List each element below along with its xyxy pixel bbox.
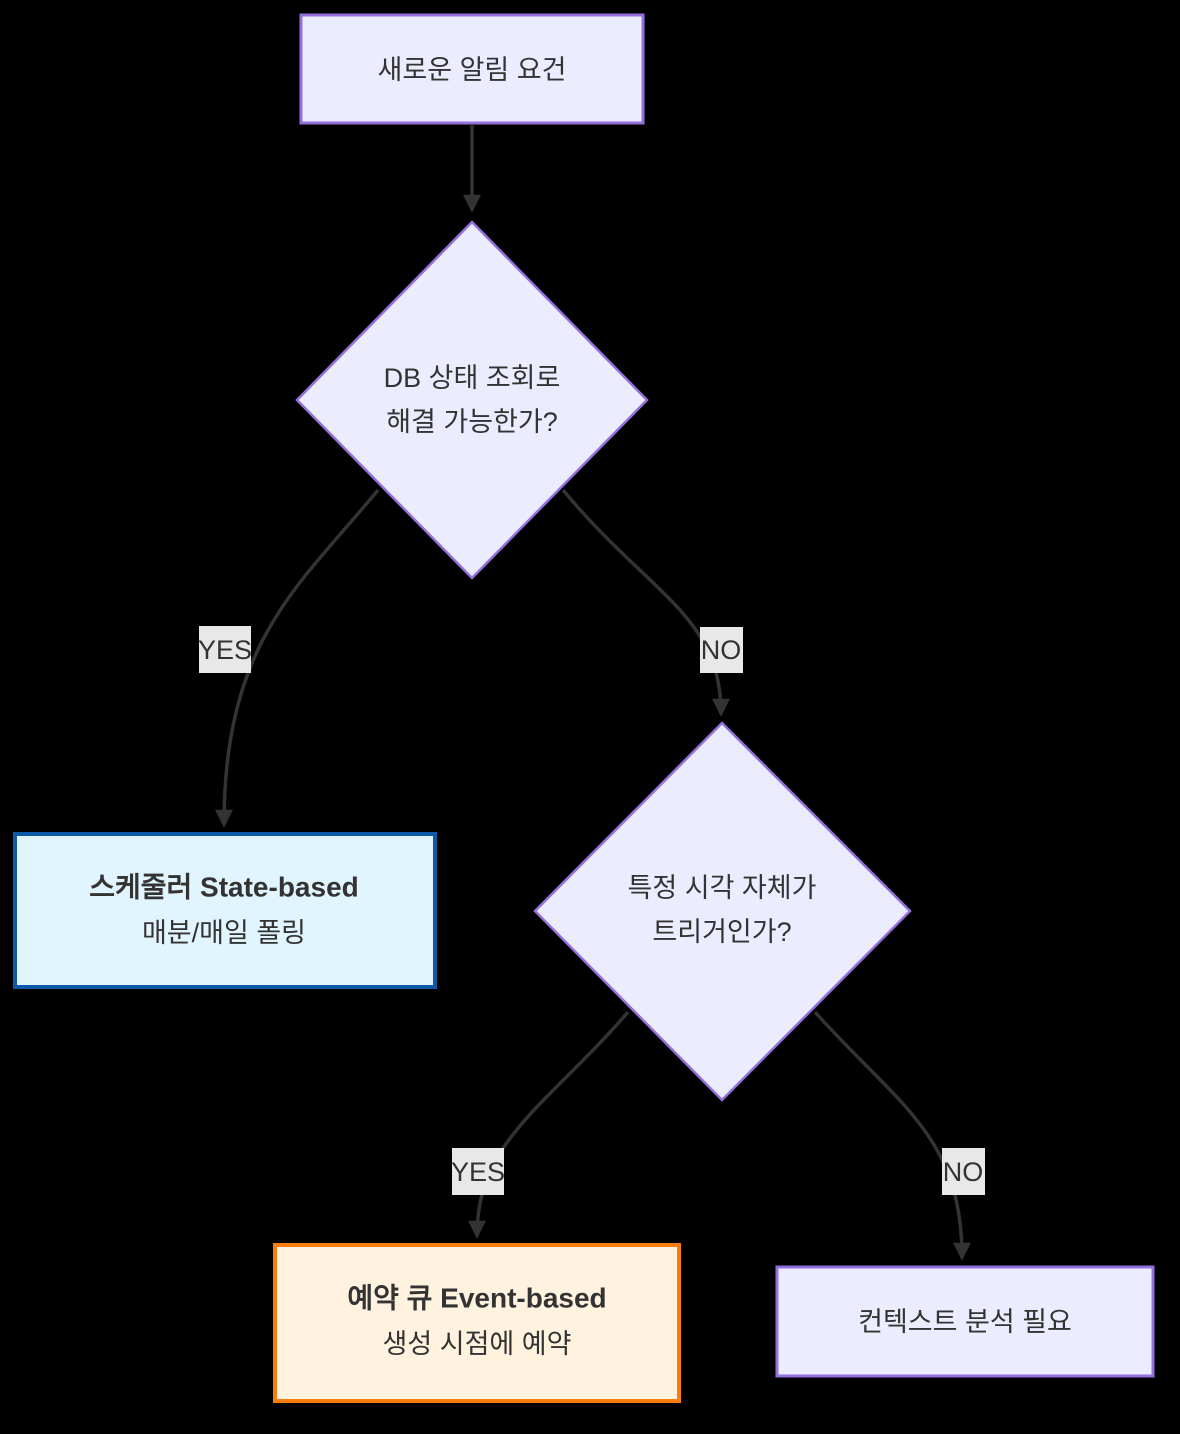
- node-start-label: 새로운 알림 요건: [378, 55, 567, 85]
- node-start-shape: [299, 13, 645, 125]
- node-decision-time-line1: 특정 시각 자체가: [628, 873, 817, 903]
- edge-label-yes2-text: YES: [451, 1157, 505, 1187]
- node-reserve-queue: 예약 큐 Event-based 생성 시점에 예약: [273, 1243, 681, 1403]
- node-scheduler-line1: 스케줄러 State-based: [89, 871, 359, 902]
- node-decision-db: DB 상태 조회로 해결 가능한가?: [295, 220, 649, 580]
- edge-decision1-yes: [215, 488, 380, 828]
- edge-decision2-yes: [468, 1010, 630, 1239]
- edge-label-no1-text: NO: [701, 635, 742, 665]
- node-scheduler-line2: 매분/매일 폴링: [142, 918, 306, 948]
- edge-label-yes2: YES: [451, 1148, 505, 1195]
- node-reserve-queue-line2: 생성 시점에 예약: [383, 1329, 572, 1359]
- edge-label-no2-text: NO: [943, 1157, 984, 1187]
- node-scheduler-shape: [13, 832, 437, 989]
- edge-label-no2-bg: [942, 1148, 985, 1195]
- node-reserve-queue-line1: 예약 큐 Event-based: [347, 1282, 606, 1313]
- edge-decision2-no: [813, 1010, 971, 1261]
- edge-label-no1-bg: [700, 627, 743, 673]
- edge-label-yes2-bg: [452, 1148, 504, 1195]
- node-decision-time-shape: [533, 721, 912, 1102]
- edges: [215, 125, 971, 1261]
- edge-decision1-no: [561, 488, 730, 717]
- node-scheduler: 스케줄러 State-based 매분/매일 폴링: [13, 832, 437, 989]
- node-start: 새로운 알림 요건: [299, 13, 645, 125]
- node-decision-db-line1: DB 상태 조회로: [384, 363, 561, 393]
- node-decision-time: 특정 시각 자체가 트리거인가?: [533, 721, 912, 1102]
- node-context-label: 컨텍스트 분석 필요: [858, 1307, 1072, 1337]
- node-decision-time-line2: 트리거인가?: [652, 917, 791, 947]
- edge-label-yes1-bg: [199, 626, 251, 673]
- node-reserve-queue-shape: [273, 1243, 681, 1403]
- node-context-shape: [775, 1265, 1155, 1378]
- node-context: 컨텍스트 분석 필요: [775, 1265, 1155, 1378]
- node-decision-db-line2: 해결 가능한가?: [386, 407, 558, 437]
- edge-label-yes1: YES: [198, 626, 252, 673]
- edge-label-no2: NO: [942, 1148, 985, 1195]
- node-decision-db-shape: [295, 220, 649, 580]
- edge-label-yes1-text: YES: [198, 635, 252, 665]
- edge-label-no1: NO: [700, 627, 743, 673]
